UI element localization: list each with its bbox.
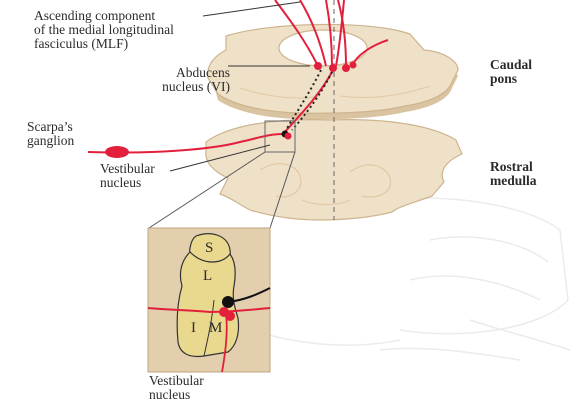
fourth-ventricle: [279, 30, 367, 66]
mlf-label: Ascending component of the medial longit…: [34, 9, 224, 51]
inset-black-cell: [222, 296, 234, 308]
rostral-medulla-section: [206, 120, 462, 220]
inset-caption: Vestibular nucleus: [149, 374, 249, 402]
caudal-pons-label: Caudal pons: [490, 58, 570, 86]
rostral-medulla-slice: [206, 120, 462, 220]
inset-letter-medial: M: [209, 320, 222, 337]
inset-letter-superior: S: [205, 240, 213, 257]
inset-letter-lateral: L: [203, 268, 212, 285]
background-brainstem-sketch: [250, 198, 570, 360]
inset-letter-inferior: I: [191, 320, 196, 337]
vestibular-red-cell: [285, 133, 292, 140]
abducens-label: Abducens nucleus (VI): [110, 66, 230, 94]
vestibular-nucleus-label: Vestibular nucleus: [100, 162, 190, 190]
scarpas-ganglion-label: Scarpa’s ganglion: [27, 120, 117, 148]
rostral-medulla-label: Rostral medulla: [490, 160, 570, 188]
